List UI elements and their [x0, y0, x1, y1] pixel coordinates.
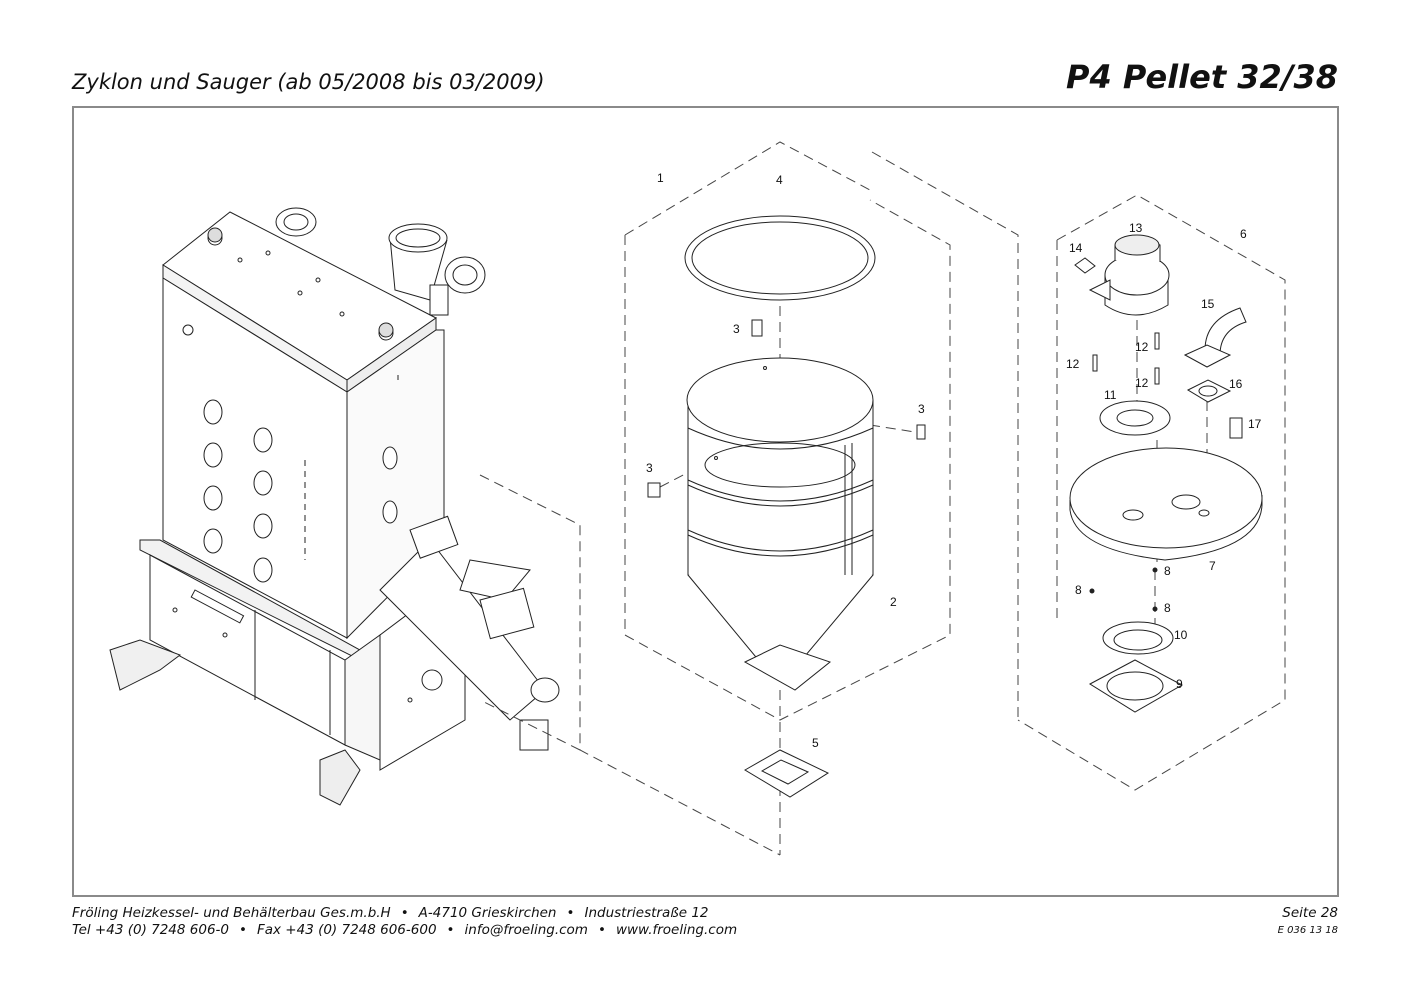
- part-label-6: 6: [1240, 227, 1247, 241]
- part-label-4: 4: [776, 173, 783, 187]
- drawing-subtitle: Zyklon und Sauger (ab 05/2008 bis 03/200…: [72, 70, 545, 94]
- footer-web[interactable]: www.froeling.com: [615, 922, 738, 938]
- part-label-12c: 12: [1135, 376, 1149, 390]
- footer-tel: Tel +43 (0) 7248 606-0: [72, 922, 229, 938]
- footer-company-line: Fröling Heizkessel- und Behälterbau Ges.…: [72, 905, 709, 921]
- part-label-16: 16: [1229, 377, 1243, 391]
- part-label-11: 11: [1104, 388, 1117, 402]
- part-label-8c: 8: [1164, 601, 1171, 615]
- part-label-3b: 3: [918, 402, 925, 416]
- part-label-8a: 8: [1075, 583, 1082, 597]
- part-label-9: 9: [1176, 677, 1183, 691]
- footer-fax: Fax +43 (0) 7248 606-600: [256, 922, 437, 938]
- part-label-17: 17: [1248, 417, 1262, 431]
- part-label-14: 14: [1069, 241, 1083, 255]
- exploded-parts-diagram: 1 4 3 3 3 2 5 13 6 14 15 12 12 12 16 11 …: [109, 141, 1286, 856]
- part-label-2: 2: [890, 595, 897, 609]
- model-title: P4 Pellet 32/38: [1066, 58, 1338, 96]
- part-label-1: 1: [657, 171, 664, 185]
- part-label-7: 7: [1209, 559, 1216, 573]
- footer-email[interactable]: info@froeling.com: [464, 922, 588, 938]
- part-label-12b: 12: [1135, 340, 1149, 354]
- part-label-13: 13: [1129, 221, 1143, 235]
- part-label-3c: 3: [646, 461, 653, 475]
- suction-turbine-drawing: [1017, 194, 1286, 791]
- part-label-15: 15: [1201, 297, 1215, 311]
- part-label-8b: 8: [1164, 564, 1171, 578]
- page-number: Seite 28: [1282, 905, 1338, 921]
- part-label-5: 5: [812, 736, 819, 750]
- drawing-frame: [72, 106, 1339, 897]
- cyclone-drawing: [624, 141, 1019, 855]
- boiler-unit-drawing: [109, 207, 560, 806]
- footer-contact-line: Tel +43 (0) 7248 606-0•Fax +43 (0) 7248 …: [72, 922, 738, 938]
- footer-street: Industriestraße 12: [584, 905, 709, 921]
- part-label-3a: 3: [733, 322, 740, 336]
- document-code: E 036 13 18: [1277, 925, 1338, 936]
- footer-company: Fröling Heizkessel- und Behälterbau Ges.…: [72, 905, 391, 921]
- footer-address: A-4710 Grieskirchen: [418, 905, 557, 921]
- part-label-10: 10: [1174, 628, 1188, 642]
- part-label-12a: 12: [1066, 357, 1080, 371]
